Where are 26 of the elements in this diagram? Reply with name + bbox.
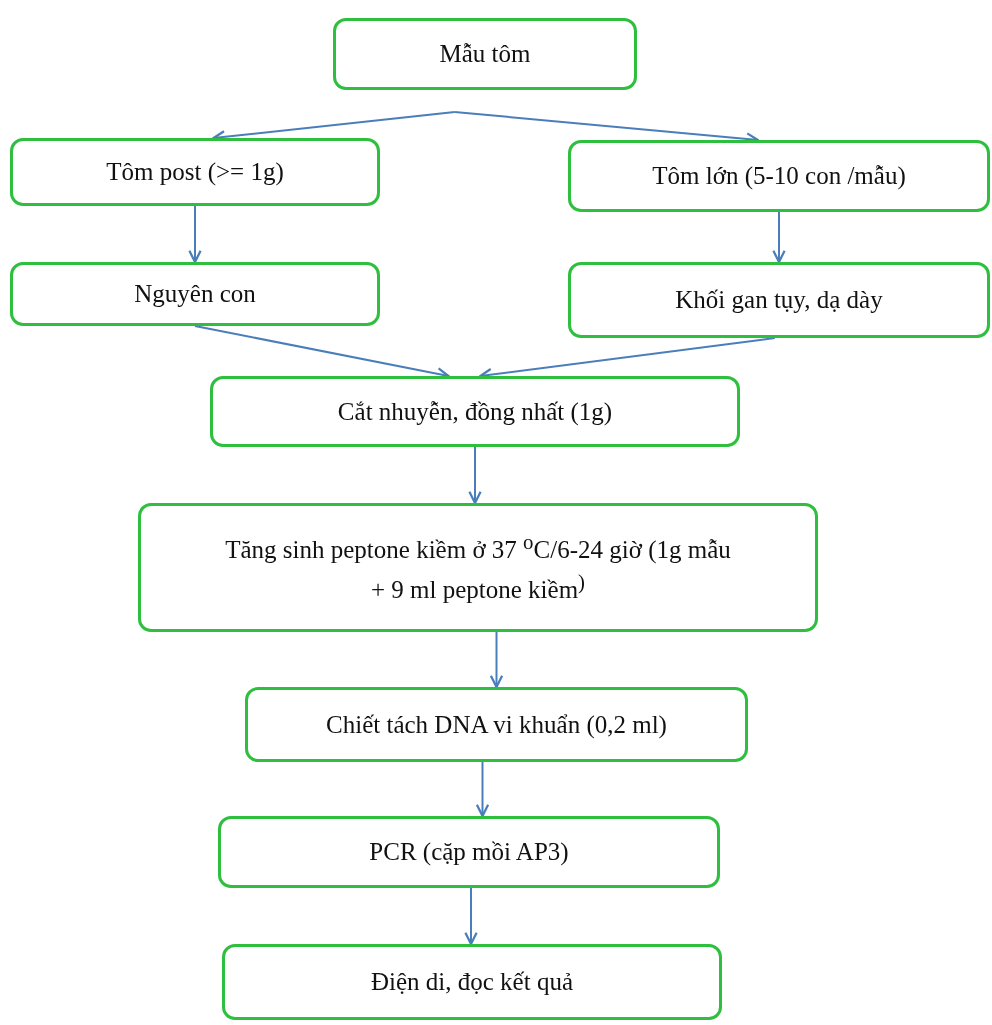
process-box [333, 18, 637, 90]
arrow [468, 446, 482, 505]
process-box [10, 138, 380, 206]
arrow [772, 211, 786, 264]
arrow [489, 631, 504, 689]
step-text: Điện di, đọc kết quả [371, 967, 573, 998]
step-text: Mẫu tôm [439, 39, 531, 70]
step-text: Cắt nhuyễn, đồng nhất (1g) [337, 396, 613, 428]
step-text: Tôm post (>= 1g) [106, 157, 284, 188]
step-text: Chiết tách DNA vi khuẩn (0,2 ml) [326, 709, 667, 741]
step-text: Nguyên con [134, 279, 256, 310]
process-box [138, 503, 818, 632]
process-box [568, 140, 990, 212]
step-text: PCR (cặp mồi AP3) [369, 837, 569, 868]
process-box [245, 687, 748, 762]
step-text: Tôm lớn (5-10 con /mẫu) [652, 161, 906, 192]
process-box [568, 262, 990, 338]
arrow [475, 761, 490, 818]
process-box [210, 376, 740, 447]
process-box [218, 816, 720, 888]
step-text: Tăng sinh peptone kiềm ở 37 $^{o}$C/6-24 giờ (1g mẫu + 9 ml peptone kiềm$^{)}$ [224, 529, 732, 605]
arrow [464, 887, 478, 946]
process-box [222, 944, 722, 1020]
step-text: Khối gan tụy, dạ dày [675, 285, 883, 316]
arrow [188, 205, 202, 264]
process-box [10, 262, 380, 326]
